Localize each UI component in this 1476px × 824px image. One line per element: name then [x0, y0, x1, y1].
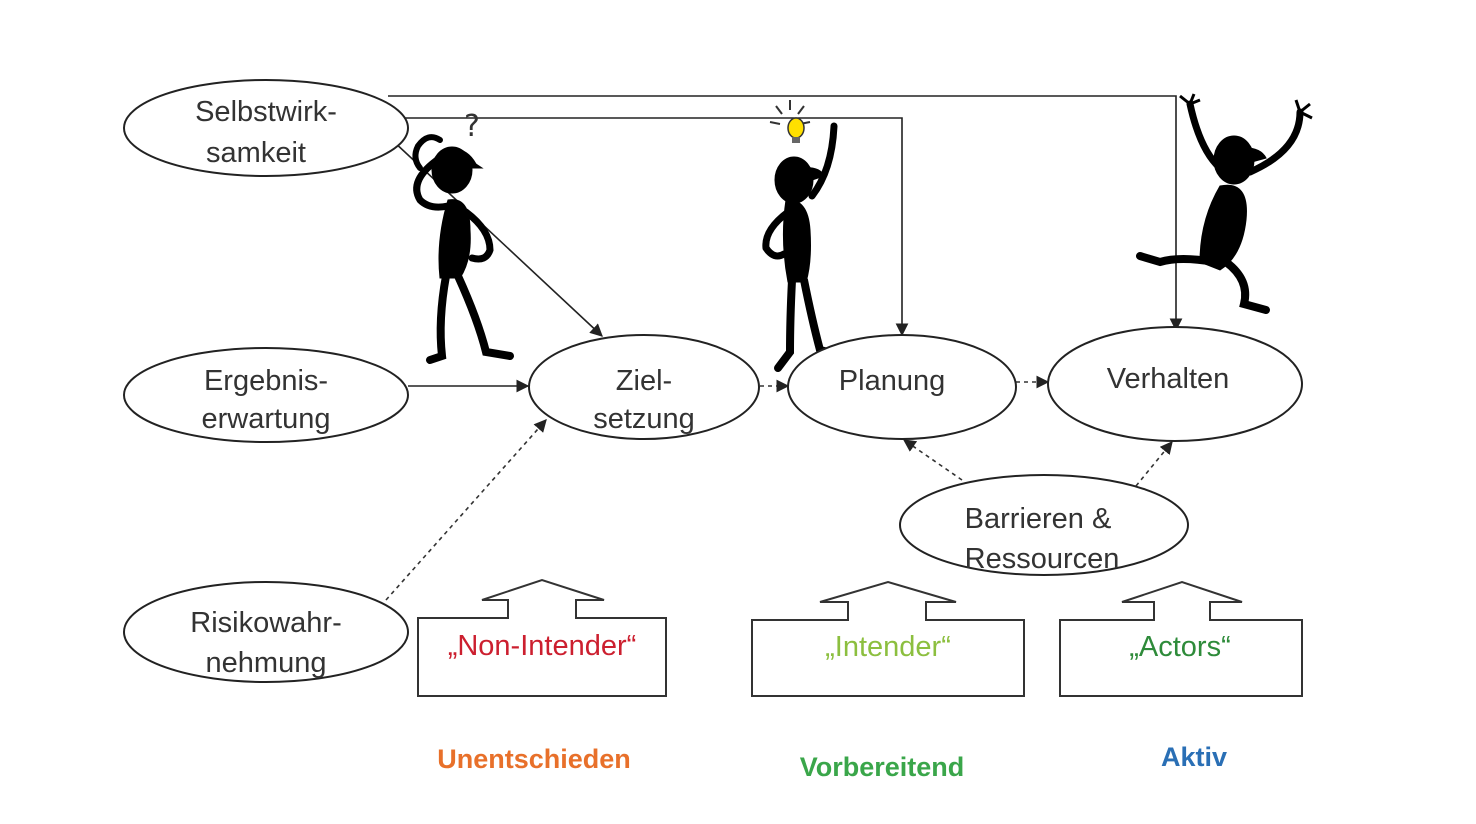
arrow-barrieren-verhalten [1135, 441, 1173, 487]
puzzled-figure-icon: ? [412, 109, 514, 364]
box-label: „Intender“ [825, 631, 951, 663]
node-label-line-2: Ressourcen [965, 543, 1120, 575]
lightbulb-icon [769, 100, 811, 143]
arrow-selbstwirksamkeit-planung [400, 117, 909, 337]
idea-figure-icon [762, 100, 850, 372]
stage-label-vorbereitend: Vorbereitend [800, 752, 965, 782]
node-barrieren-ressourcen: Barrieren & Ressourcen [899, 474, 1189, 576]
question-mark-icon: ? [464, 109, 480, 144]
node-label: Verhalten [1107, 363, 1230, 395]
node-label-line-1: Risikowahr- [190, 607, 341, 639]
node-label-line-1: Ergebnis- [204, 365, 328, 397]
stage-label-aktiv: Aktiv [1161, 742, 1227, 772]
node-label-line-1: Barrieren & [965, 503, 1112, 535]
node-label-line-1: Ziel- [616, 365, 672, 397]
node-label-line-1: Selbstwirk- [195, 96, 337, 128]
arrow-selbstwirksamkeit-verhalten [388, 95, 1183, 332]
node-ergebniserwartung: Ergebnis- erwartung [123, 347, 409, 443]
box-non-intender: „Non-Intender“ [417, 578, 667, 697]
node-label-line-2: samkeit [206, 137, 306, 169]
node-verhalten: Verhalten [1047, 326, 1303, 442]
stage-label-unentschieden: Unentschieden [437, 744, 631, 774]
arrow-barrieren-planung [902, 439, 963, 481]
node-label: Planung [839, 365, 945, 397]
box-label: „Non-Intender“ [448, 630, 637, 662]
arrow-risiko-zielsetzung [385, 419, 547, 601]
box-intender: „Intender“ [751, 580, 1025, 697]
jumping-figure-icon [1136, 93, 1313, 314]
node-risikowahrnehmung: Risikowahr- nehmung [123, 581, 409, 683]
node-zielsetzung: Ziel- setzung [528, 334, 760, 440]
node-selbstwirksamkeit: Selbstwirk- samkeit [123, 79, 409, 177]
node-planung: Planung [787, 334, 1017, 440]
box-label: „Actors“ [1129, 631, 1231, 663]
node-label-line-2: erwartung [202, 403, 331, 435]
box-actors: „Actors“ [1059, 580, 1303, 697]
node-label-line-2: setzung [593, 403, 695, 435]
node-label-line-2: nehmung [206, 647, 327, 679]
